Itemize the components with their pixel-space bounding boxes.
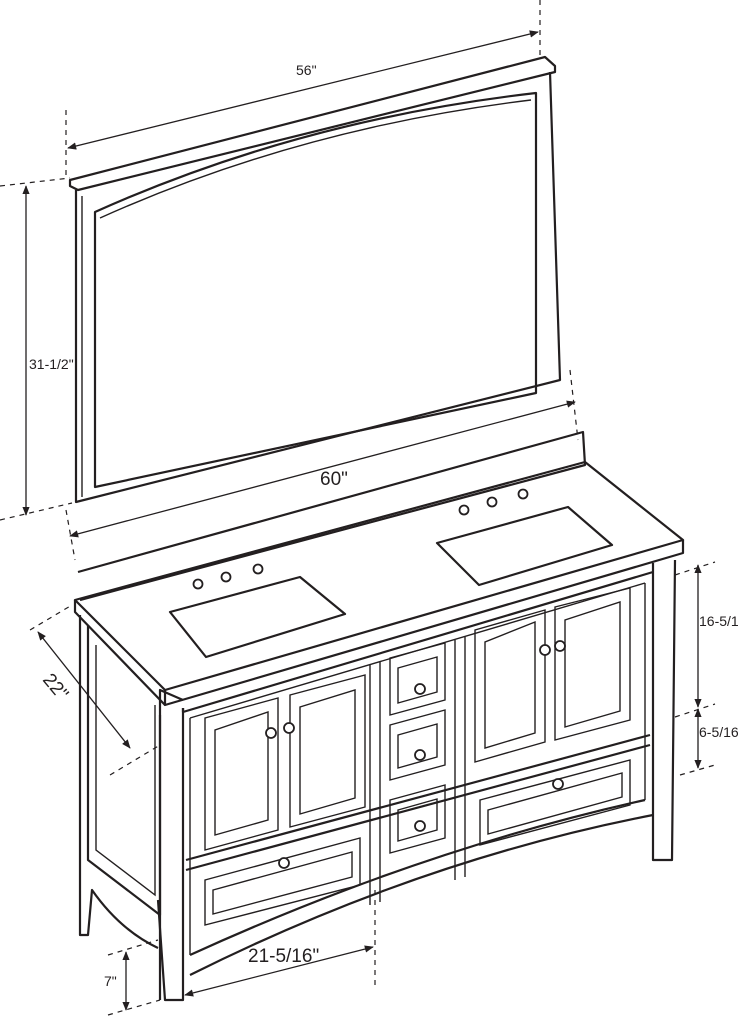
bottom-drawer-right (479, 759, 631, 846)
lower-height-label: 6-5/16" (699, 724, 738, 740)
vanity-width-label: 60" (320, 469, 348, 490)
bottom-drawer-left (204, 837, 361, 926)
center-drawer (389, 784, 446, 854)
drawer-knob (414, 749, 426, 761)
mirror-width-label: 56" (296, 62, 317, 78)
leg-height-label: 7" (104, 973, 117, 989)
right-door-left (474, 609, 546, 763)
dimension-mirror-width: 56" (65, 0, 541, 175)
dimension-leg-height: 7" (104, 939, 161, 1016)
drawer-knob (414, 683, 426, 695)
dimension-mirror-height: 31-1/2" (0, 177, 74, 521)
door-knob (554, 640, 566, 652)
countertop (73, 430, 685, 707)
dimension-center-width: 21-5/16" (184, 890, 376, 997)
faucet-hole (220, 571, 232, 583)
left-door-left (204, 697, 279, 851)
vanity-depth-label: 22" (38, 670, 72, 705)
left-door-right (289, 674, 366, 828)
center-width-label: 21-5/16" (248, 946, 319, 967)
drawer-knob (552, 778, 564, 790)
mirror-height-label: 31-1/2" (29, 356, 74, 372)
faucet-hole (517, 488, 529, 500)
left-sink (168, 563, 347, 659)
right-door-right (554, 587, 631, 741)
door-knob (265, 727, 277, 739)
dimension-vanity-width: 60" (65, 369, 579, 561)
dimension-right-heights: 16-5/16" 6-5/16" (674, 561, 738, 776)
center-drawer (389, 642, 446, 716)
door-knob (283, 722, 295, 734)
faucet-hole (192, 578, 204, 590)
center-drawer (389, 709, 446, 781)
cabinet (78, 559, 677, 1002)
upper-height-label: 16-5/16" (699, 613, 738, 629)
drawer-knob (414, 820, 426, 832)
dimension-vanity-depth: 22" (29, 604, 161, 776)
faucet-hole (458, 504, 470, 516)
faucet-hole (252, 563, 264, 575)
drawer-knob (278, 857, 290, 869)
right-sink (435, 488, 614, 587)
mirror (68, 55, 562, 504)
door-knob (539, 644, 551, 656)
faucet-hole (486, 496, 498, 508)
